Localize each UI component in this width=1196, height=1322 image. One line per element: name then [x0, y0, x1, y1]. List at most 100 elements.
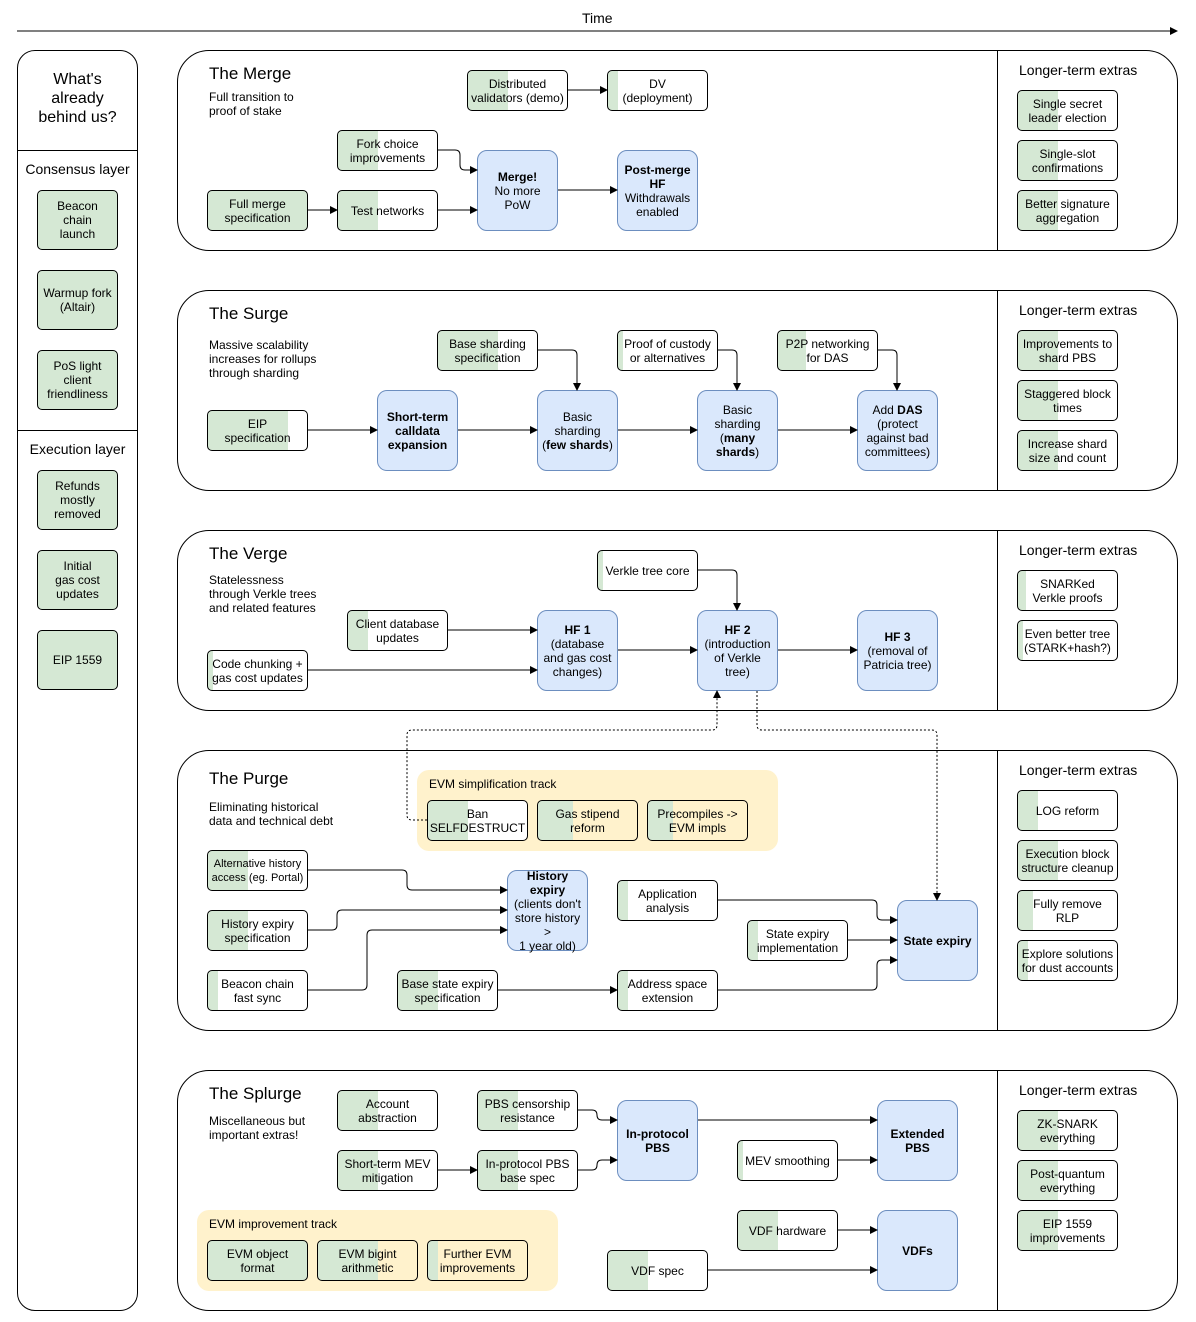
splurge-extra-item: Post-quantum everything	[1017, 1160, 1118, 1201]
vdf-spec-box: VDF spec	[607, 1250, 708, 1291]
sidebar-title: What's already behind us?	[38, 71, 117, 126]
history-spec-box: History expiry specification	[207, 910, 308, 951]
distributed-validators-box: Distributed validators (demo)	[467, 70, 568, 111]
account-abstraction-box: Account abstraction	[337, 1090, 438, 1131]
extras-divider	[997, 530, 998, 711]
consensus-layer-heading: Consensus layer	[25, 161, 130, 177]
post-merge-hf-desc: Withdrawals enabled	[624, 190, 691, 219]
address-space-box: Address space extension	[617, 970, 718, 1011]
post-merge-hf-title: Post-merge HF	[624, 162, 691, 191]
proof-of-custody-box: Proof of custody or alternatives	[617, 330, 718, 371]
hf3-desc: (removal of Patricia tree)	[863, 643, 932, 672]
basic-sharding-few-post: )	[608, 437, 613, 452]
hf3-milestone: HF 3 (removal of Patricia tree)	[857, 610, 938, 691]
hf1-desc: (database and gas cost changes)	[543, 636, 612, 679]
code-chunking-box: Code chunking + gas cost updates	[207, 650, 308, 691]
precompiles-box: Precompiles -> EVM impls	[647, 800, 748, 841]
extras-divider	[997, 750, 998, 1031]
mev-smoothing-box: MEV smoothing	[737, 1140, 838, 1181]
sidebar-item-gas-cost: Initial gas cost updates	[37, 550, 118, 610]
basic-sharding-many-post: )	[755, 444, 760, 459]
basic-sharding-many-pre: Basic sharding (	[714, 402, 761, 445]
extended-pbs-milestone: Extended PBS	[877, 1100, 958, 1181]
sidebar-item-beacon-launch: Beacon chain launch	[37, 190, 118, 250]
vdf-hardware-box: VDF hardware	[737, 1210, 838, 1251]
extras-divider	[997, 50, 998, 251]
hf2-desc: (introduction of Verkle tree)	[704, 636, 771, 679]
evm-object-format-box: EVM object format	[207, 1240, 308, 1281]
state-expiry-milestone: State expiry	[897, 900, 978, 981]
basic-sharding-few-label: Basic sharding (few shards)	[542, 410, 613, 452]
alt-history-box: Alternative history access (eg. Portal)	[207, 850, 308, 891]
verkle-core-box: Verkle tree core	[597, 550, 698, 591]
vdfs-milestone: VDFs	[877, 1210, 958, 1291]
surge-extras-title: Longer-term extras	[1019, 302, 1138, 318]
hf1-title: HF 1	[564, 622, 591, 637]
merge-milestone: Merge! No more PoW	[477, 150, 558, 231]
calldata-expansion-milestone: Short-term calldata expansion	[377, 390, 458, 471]
purge-extra-item: LOG reform	[1017, 790, 1118, 831]
sidebar-item-altair: Warmup fork (Altair)	[37, 270, 118, 330]
fork-choice-box: Fork choice improvements	[337, 130, 438, 171]
client-db-box: Client database updates	[347, 610, 448, 651]
splurge-extras-title: Longer-term extras	[1019, 1082, 1138, 1098]
purge-extras-title: Longer-term extras	[1019, 762, 1138, 778]
base-state-spec-box: Base state expiry specification	[397, 970, 498, 1011]
sidebar-divider	[17, 150, 138, 151]
sidebar-item-light-client: PoS light client friendliness	[37, 350, 118, 410]
short-mev-box: Short-term MEV mitigation	[337, 1150, 438, 1191]
surge-panel	[177, 290, 1178, 491]
surge-subtitle: Massive scalability increases for rollup…	[209, 338, 317, 380]
purge-extra-item: Execution block structure cleanup	[1017, 840, 1118, 881]
merge-title: The Merge	[209, 64, 292, 83]
add-das-label: Add DAS (protect against bad committees)	[865, 403, 930, 459]
surge-extra-item: Increase shard size and count	[1017, 430, 1118, 471]
merge-extra-item: Better signature aggregation	[1017, 190, 1118, 231]
basic-sharding-few-milestone: Basic sharding (few shards)	[537, 390, 618, 471]
add-das-bold: DAS	[897, 402, 923, 417]
ban-selfdestruct-box: Ban SELFDESTRUCT	[427, 800, 528, 841]
splurge-subtitle: Miscellaneous but important extras!	[209, 1114, 306, 1142]
evm-improvement-track-label: EVM improvement track	[209, 1217, 338, 1231]
test-networks-box: Test networks	[337, 190, 438, 231]
splurge-extra-item: EIP 1559 improvements	[1017, 1210, 1118, 1251]
basic-sharding-many-bold: many shards	[715, 430, 756, 459]
verge-extra-item: SNARKed Verkle proofs	[1017, 570, 1118, 611]
surge-title: The Surge	[209, 304, 289, 323]
further-evm-box: Further EVM improvements	[427, 1240, 528, 1281]
extras-divider	[997, 290, 998, 491]
extras-divider	[997, 1070, 998, 1311]
verge-extras-title: Longer-term extras	[1019, 542, 1138, 558]
beacon-sync-box: Beacon chain fast sync	[207, 970, 308, 1011]
in-protocol-pbs-milestone: In-protocol PBS	[617, 1100, 698, 1181]
surge-extra-item: Staggered block times	[1017, 380, 1118, 421]
evm-simplification-track-label: EVM simplification track	[429, 777, 557, 791]
splurge-extra-item: ZK-SNARK everything	[1017, 1110, 1118, 1151]
splurge-title: The Splurge	[209, 1084, 302, 1103]
gas-stipend-box: Gas stipend reform	[537, 800, 638, 841]
basic-sharding-many-milestone: Basic sharding (many shards)	[697, 390, 778, 471]
hf3-title: HF 3	[884, 629, 911, 644]
pbs-censorship-box: PBS censorship resistance	[477, 1090, 578, 1131]
p2p-das-box: P2P networking for DAS	[777, 330, 878, 371]
full-merge-spec-box: Full merge specification	[207, 190, 308, 231]
surge-extra-item: Improvements to shard PBS	[1017, 330, 1118, 371]
hf1-milestone: HF 1 (database and gas cost changes)	[537, 610, 618, 691]
state-expiry-impl-box: State expiry implementation	[747, 920, 848, 961]
history-expiry-milestone: History expiry (clients don't store hist…	[507, 868, 588, 953]
execution-layer-heading: Execution layer	[29, 441, 126, 457]
merge-subtitle: Full transition to proof of stake	[209, 90, 294, 118]
time-axis-label: Time	[582, 10, 613, 26]
dv-deployment-box: DV (deployment)	[607, 70, 708, 111]
merge-extras-title: Longer-term extras	[1019, 62, 1138, 78]
app-analysis-box: Application analysis	[617, 880, 718, 921]
add-das-post: (protect against bad committees)	[864, 416, 931, 459]
purge-subtitle: Eliminating historical data and technica…	[209, 800, 334, 828]
history-expiry-title: History expiry	[526, 868, 569, 897]
eip-spec-box: EIP specification	[207, 410, 308, 451]
merge-milestone-desc: No more PoW	[494, 183, 541, 212]
post-merge-hf-milestone: Post-merge HF Withdrawals enabled	[617, 150, 698, 231]
merge-milestone-title: Merge!	[497, 169, 538, 184]
merge-extra-item: Single-slot confirmations	[1017, 140, 1118, 181]
